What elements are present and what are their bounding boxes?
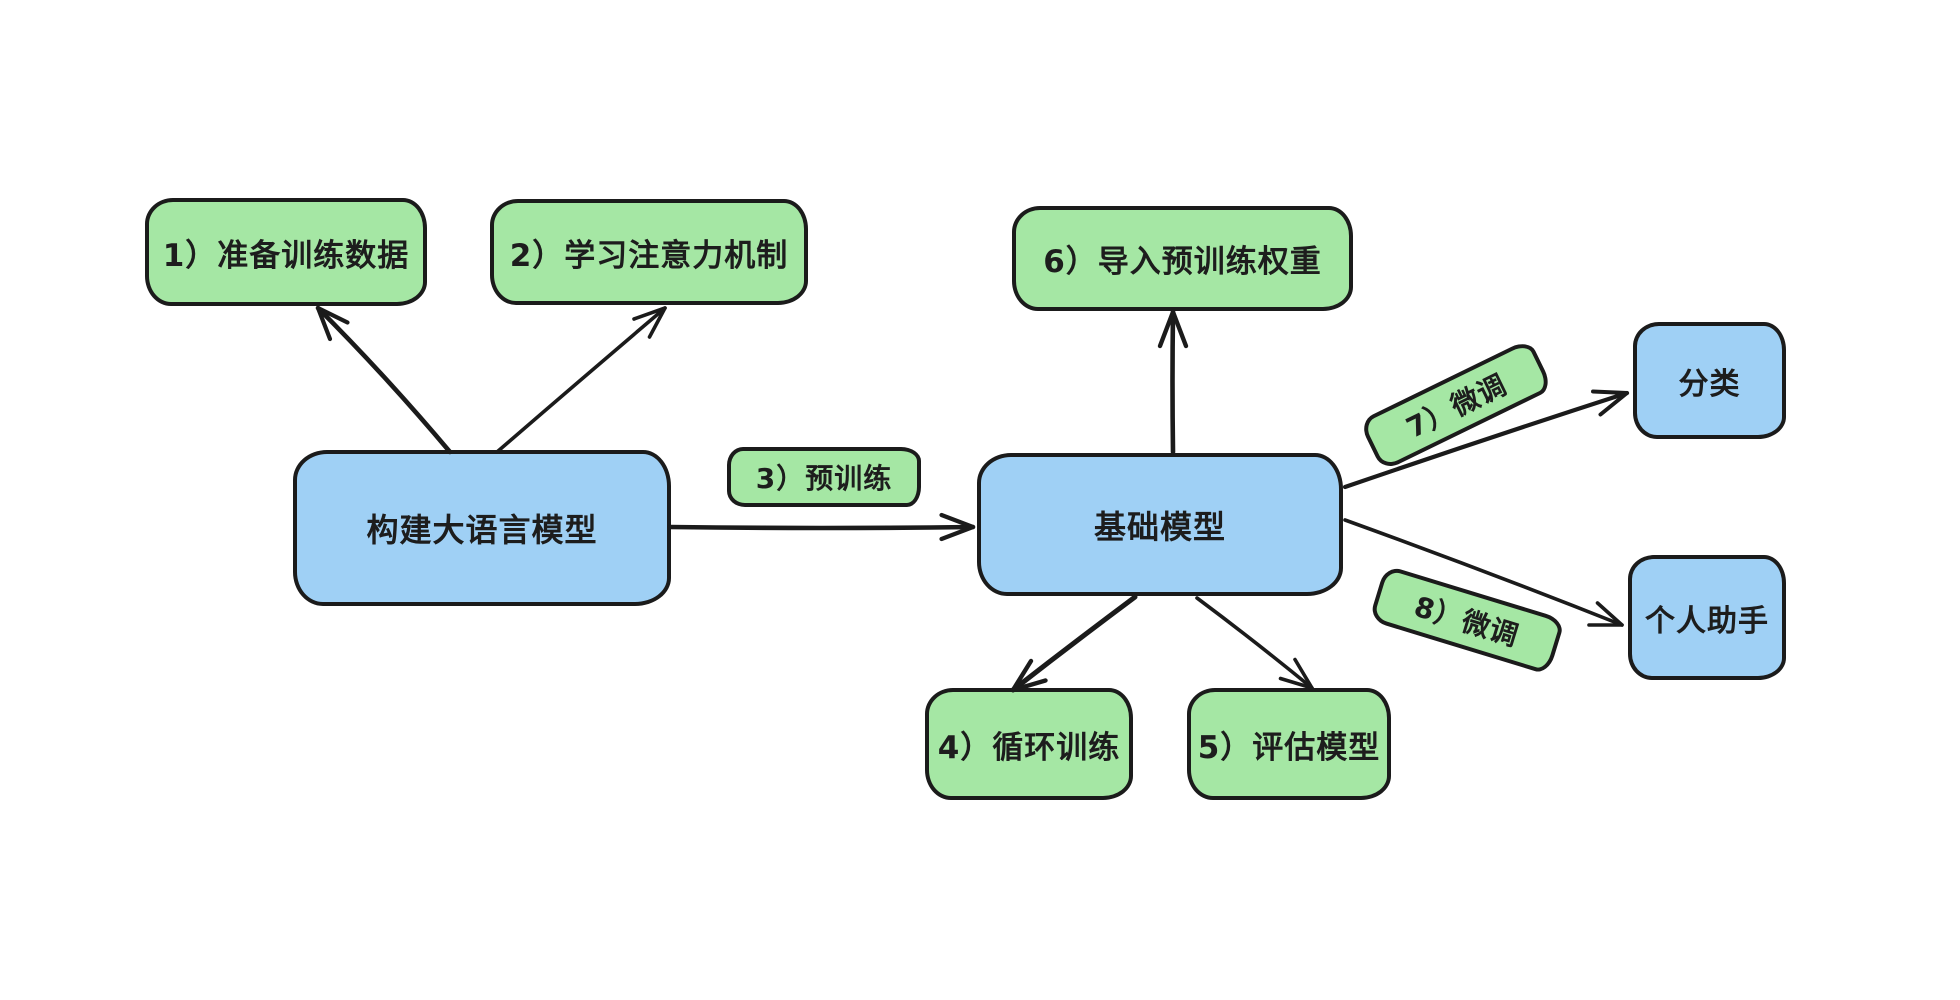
node-step5-label: 5）评估模型 [1197,729,1381,766]
edge-label-pretrain: 3）预训练 [727,447,921,507]
arrow-foundation-model-to-step5 [1195,596,1314,690]
node-step2-learn-attention: 2）学习注意力机制 [490,199,808,305]
arrow-build-llm-to-step2 [495,306,667,454]
node-personal-assistant-label: 个人助手 [1645,603,1769,639]
node-step6-load-pretrained-weights: 6）导入预训练权重 [1012,206,1353,311]
node-classification: 分类 [1633,322,1786,439]
node-personal-assistant: 个人助手 [1628,555,1786,680]
node-step4-label: 4）循环训练 [937,729,1121,766]
node-step2-label: 2）学习注意力机制 [509,237,789,274]
node-build-llm: 构建大语言模型 [293,450,671,606]
edge-label-finetune-7: 7）微调 [1358,338,1554,472]
node-step4-training-loop: 4）循环训练 [925,688,1133,800]
node-classification-label: 分类 [1678,366,1741,402]
edge-label-finetune-8-text: 8）微调 [1410,589,1523,653]
node-foundation-model: 基础模型 [977,453,1343,596]
node-step6-label: 6）导入预训练权重 [1043,244,1322,280]
node-foundation-model-label: 基础模型 [1093,507,1226,546]
node-step1-prepare-training-data: 1）准备训练数据 [145,198,427,306]
node-step1-label: 1）准备训练数据 [162,237,410,274]
arrow-foundation-model-to-step4 [1010,594,1138,693]
edge-label-finetune-7-text: 7）微调 [1401,367,1513,445]
node-build-llm-label: 构建大语言模型 [366,511,598,549]
edge-label-pretrain-text: 3）预训练 [755,462,893,495]
arrow-build-llm-to-step1 [315,305,453,455]
arrow-build-llm-to-foundation-model [667,512,976,542]
node-step5-evaluate-model: 5）评估模型 [1187,688,1391,800]
arrow-foundation-model-to-step6 [1157,309,1189,455]
edge-label-finetune-8: 8）微调 [1368,564,1566,676]
